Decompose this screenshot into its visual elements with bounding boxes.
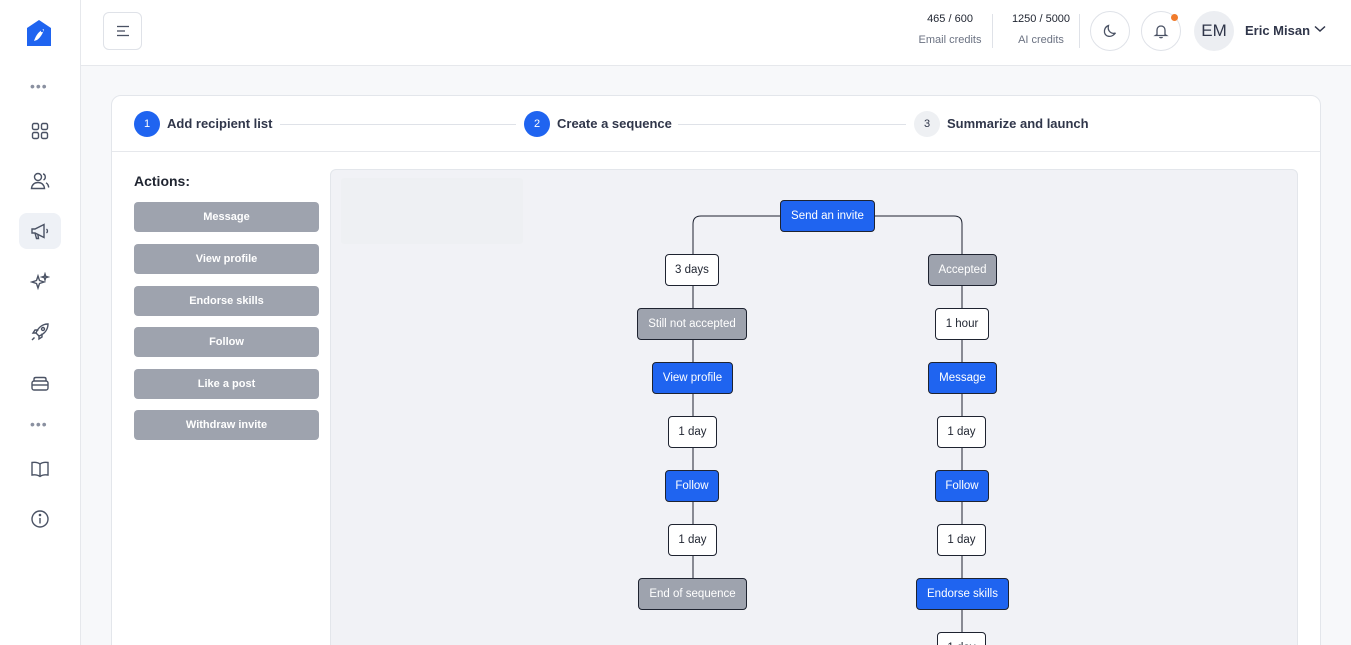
- notifications-button[interactable]: [1141, 11, 1181, 51]
- chevron-down-icon[interactable]: [1314, 25, 1326, 33]
- app-logo-icon[interactable]: [24, 18, 54, 48]
- email-credits: 465 / 600 Email credits: [913, 12, 987, 47]
- sidebar-item-ai[interactable]: [19, 264, 61, 300]
- rocket-icon: [31, 323, 49, 341]
- flow-minimap: [341, 178, 523, 244]
- flow-node-delay[interactable]: 1 day: [937, 524, 986, 556]
- dark-mode-toggle[interactable]: [1090, 11, 1130, 51]
- sidebar-item-launch[interactable]: [19, 314, 61, 350]
- step-connector: [678, 124, 906, 125]
- sparkles-icon: [30, 272, 50, 291]
- step-1-number[interactable]: 1: [134, 111, 160, 137]
- flow-node-delay[interactable]: 3 days: [665, 254, 719, 286]
- flow-node-delay[interactable]: 1 day: [937, 416, 986, 448]
- step-2-number[interactable]: 2: [524, 111, 550, 137]
- flow-node-action[interactable]: Follow: [665, 470, 719, 502]
- sidebar-item-campaigns[interactable]: [19, 213, 61, 249]
- step-2-label[interactable]: Create a sequence: [557, 116, 672, 131]
- step-3-number[interactable]: 3: [914, 111, 940, 137]
- menu-lines-icon: [116, 25, 129, 37]
- users-icon: [30, 172, 50, 190]
- flow-node-end[interactable]: End of sequence: [638, 578, 747, 610]
- ai-credits: 1250 / 5000 AI credits: [1005, 12, 1077, 47]
- sequence-flow-canvas[interactable]: Send an invite 3 days Still not accepted…: [330, 169, 1298, 645]
- flow-node-action[interactable]: View profile: [652, 362, 733, 394]
- sidebar-item-dashboard[interactable]: [19, 113, 61, 149]
- actions-title: Actions:: [134, 173, 190, 189]
- inbox-stack-icon: [31, 376, 49, 391]
- flow-node-delay[interactable]: 1 day: [668, 524, 717, 556]
- flow-node-action[interactable]: Follow: [935, 470, 989, 502]
- action-follow-button[interactable]: Follow: [134, 327, 319, 357]
- sidebar-item-docs[interactable]: [19, 451, 61, 487]
- sidebar-item-info[interactable]: [19, 501, 61, 537]
- grid-icon: [31, 122, 49, 140]
- divider: [1079, 14, 1080, 48]
- action-message-button[interactable]: Message: [134, 202, 319, 232]
- ai-credits-value: 1250 / 5000: [1011, 13, 1071, 25]
- book-icon: [31, 461, 49, 478]
- top-header: 465 / 600 Email credits 1250 / 5000 AI c…: [81, 0, 1351, 66]
- sequence-card: 1 Add recipient list 2 Create a sequence…: [111, 95, 1321, 645]
- action-like-post-button[interactable]: Like a post: [134, 369, 319, 399]
- info-icon: [31, 510, 49, 528]
- avatar[interactable]: EM: [1194, 11, 1234, 51]
- flow-node-root[interactable]: Send an invite: [780, 200, 875, 232]
- flow-node-action[interactable]: Endorse skills: [916, 578, 1009, 610]
- ai-credits-label: AI credits: [1018, 34, 1064, 46]
- email-credits-label: Email credits: [918, 34, 982, 46]
- flow-node-action[interactable]: Message: [928, 362, 997, 394]
- bell-icon: [1153, 25, 1169, 39]
- action-view-profile-button[interactable]: View profile: [134, 244, 319, 274]
- moon-icon: [1103, 24, 1117, 37]
- more-dots-icon[interactable]: •••: [30, 416, 48, 432]
- divider: [992, 14, 993, 48]
- flow-node-condition[interactable]: Accepted: [928, 254, 997, 286]
- email-credits-value: 465 / 600: [927, 13, 973, 25]
- action-withdraw-invite-button[interactable]: Withdraw invite: [134, 410, 319, 440]
- action-endorse-skills-button[interactable]: Endorse skills: [134, 286, 319, 316]
- user-name[interactable]: Eric Misan: [1245, 23, 1311, 38]
- step-connector: [280, 124, 516, 125]
- step-1-label[interactable]: Add recipient list: [167, 116, 273, 131]
- more-dots-icon[interactable]: •••: [30, 78, 48, 94]
- flow-node-condition[interactable]: Still not accepted: [637, 308, 747, 340]
- notification-badge: [1171, 14, 1178, 21]
- flow-connectors: [692, 215, 963, 632]
- sidebar-item-contacts[interactable]: [19, 163, 61, 199]
- sidebar-item-inbox[interactable]: [19, 365, 61, 401]
- flow-node-delay[interactable]: 1 day: [937, 632, 986, 645]
- sidebar: ••• •••: [0, 0, 81, 645]
- step-3-label[interactable]: Summarize and launch: [947, 116, 1089, 131]
- megaphone-icon: [31, 223, 49, 240]
- flow-node-delay[interactable]: 1 hour: [935, 308, 989, 340]
- flow-node-delay[interactable]: 1 day: [668, 416, 717, 448]
- stepper: 1 Add recipient list 2 Create a sequence…: [112, 96, 1320, 152]
- toggle-sidebar-button[interactable]: [103, 12, 142, 50]
